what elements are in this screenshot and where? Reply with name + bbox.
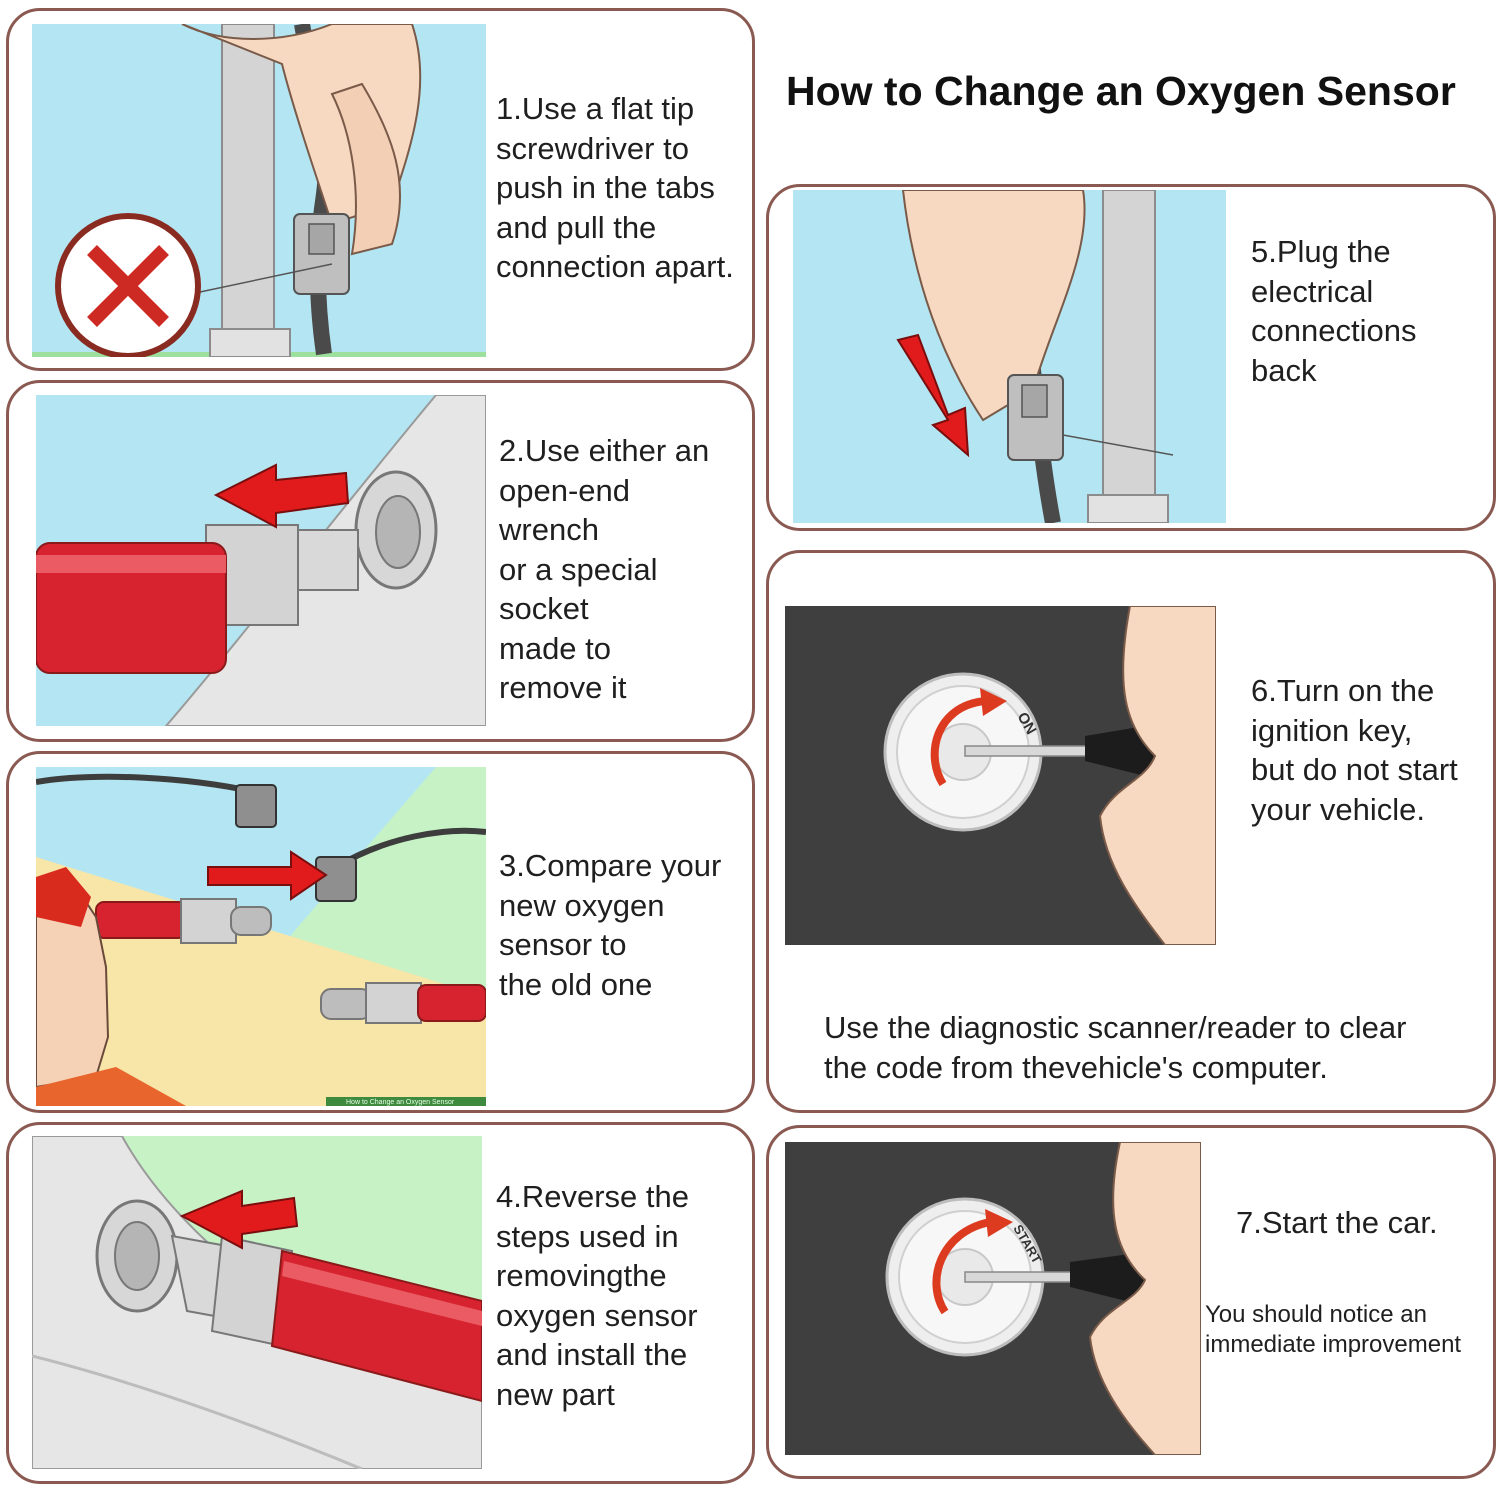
step-6-illustration: ON xyxy=(785,606,1216,945)
step-7-illustration: START xyxy=(785,1142,1201,1455)
step-4-illustration xyxy=(32,1136,482,1469)
step-6-note: Use the diagnostic scanner/reader to cle… xyxy=(824,1010,1407,1085)
step-3-text: 3.Compare your new oxygen sensor to the … xyxy=(499,848,722,1002)
step-2-illustration xyxy=(36,395,486,726)
step-4-text: 4.Reverse the steps used in removingthe … xyxy=(496,1179,698,1412)
watermark-text: How to Change an Oxygen Sensor xyxy=(346,1099,455,1106)
step-5-text: 5.Plug the electrical connections back xyxy=(1251,234,1417,388)
step-7-text: 7.Start the car. xyxy=(1236,1205,1438,1240)
step-2-text: 2.Use either an open-end wrench or a spe… xyxy=(499,433,710,705)
step-3-illustration: How to Change an Oxygen Sensor xyxy=(36,767,486,1106)
page-title: How to Change an Oxygen Sensor xyxy=(786,68,1456,114)
step-1-illustration xyxy=(32,24,486,357)
step-5-illustration xyxy=(793,190,1226,523)
step-7-note: You should notice an immediate improveme… xyxy=(1205,1301,1462,1358)
step-1-text: 1.Use a flat tip screwdriver to push in … xyxy=(496,91,734,284)
step-6-text: 6.Turn on the ignition key, but do not s… xyxy=(1251,673,1458,827)
